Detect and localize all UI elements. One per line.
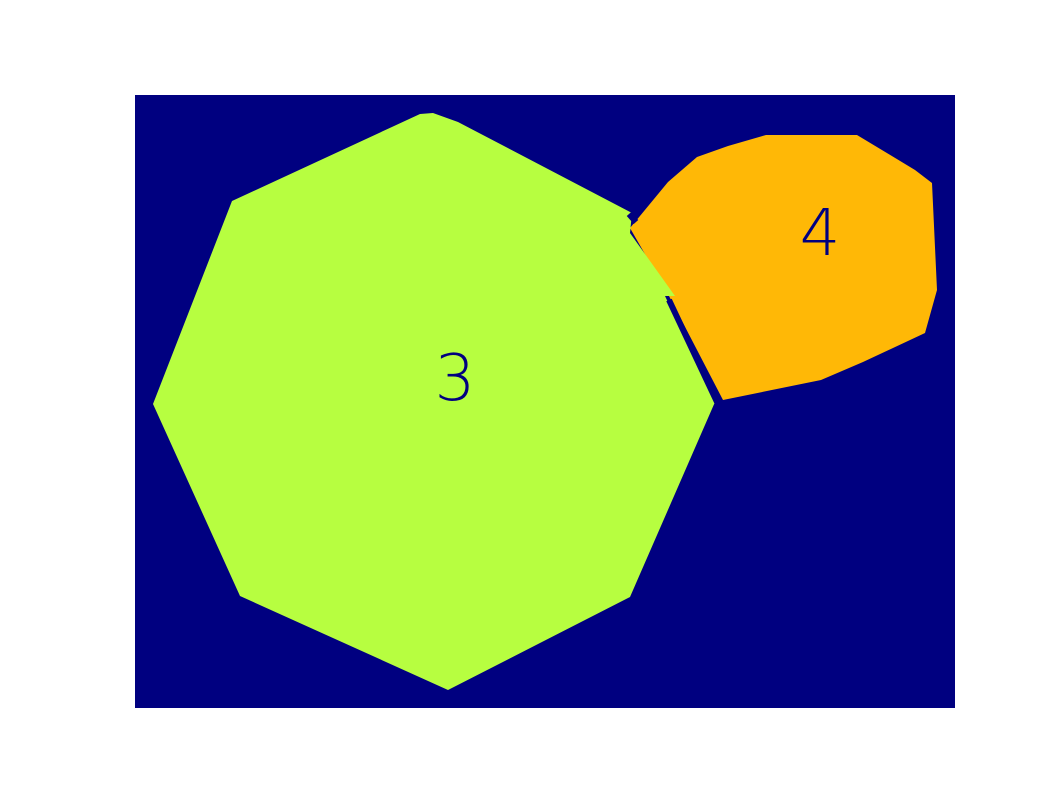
- region-3-shape: [153, 113, 715, 690]
- region-4-shape: [630, 135, 937, 400]
- region-border-line: [666, 298, 720, 404]
- region-4-label: 4: [800, 197, 841, 271]
- region-border-notch: [626, 212, 639, 224]
- region-3-label: 3: [435, 342, 476, 416]
